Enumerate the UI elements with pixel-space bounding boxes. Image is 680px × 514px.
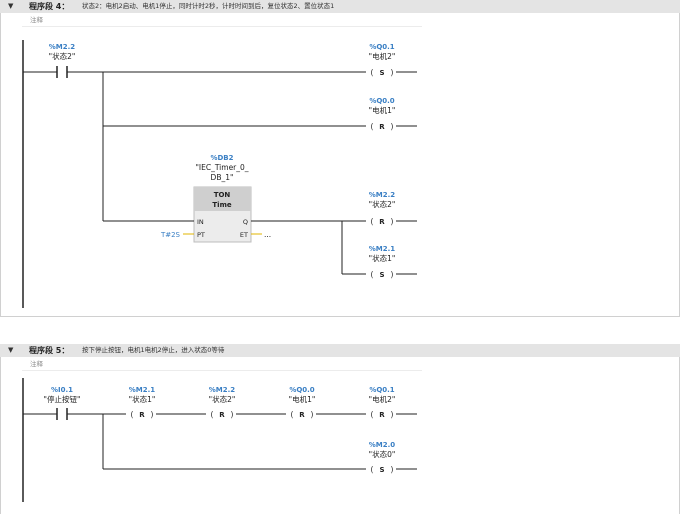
svg-text:): ) bbox=[231, 410, 234, 419]
svg-text:"状态1": "状态1" bbox=[129, 394, 156, 404]
coil-m2-0-set[interactable]: %M2.0 "状态0" ( S ) bbox=[369, 441, 417, 474]
svg-text:%Q0.1: %Q0.1 bbox=[369, 43, 394, 51]
svg-text:%M2.1: %M2.1 bbox=[369, 245, 396, 253]
svg-text:"电机2": "电机2" bbox=[369, 394, 396, 404]
contact-i0-1-stop-button[interactable]: %I0.1 "停止按钮" bbox=[23, 386, 80, 420]
svg-text:"电机1": "电机1" bbox=[369, 105, 396, 115]
svg-text:TON: TON bbox=[214, 191, 231, 199]
svg-text:): ) bbox=[391, 465, 394, 474]
svg-text:%M2.2: %M2.2 bbox=[369, 191, 396, 199]
contact-m2-2[interactable]: %M2.2 "状态2" bbox=[23, 43, 75, 78]
svg-text:S: S bbox=[379, 466, 384, 474]
svg-text:(: ( bbox=[371, 465, 374, 474]
svg-text:): ) bbox=[391, 68, 394, 77]
svg-text:Time: Time bbox=[212, 201, 231, 209]
et-value[interactable]: ... bbox=[264, 230, 271, 239]
svg-text:): ) bbox=[391, 270, 394, 279]
network-5-ladder: %I0.1 "停止按钮" %M2.1 "状态1" ( R ) %M2.2 "状态… bbox=[0, 357, 680, 514]
svg-text:(: ( bbox=[211, 410, 214, 419]
ton-timer-block[interactable]: %DB2 "IEC_Timer_0_ DB_1" TON Time IN Q P… bbox=[193, 154, 252, 243]
svg-text:%M2.1: %M2.1 bbox=[129, 386, 156, 394]
svg-text:"状态2": "状态2" bbox=[369, 199, 396, 209]
svg-text:"IEC_Timer_0_: "IEC_Timer_0_ bbox=[195, 163, 248, 172]
svg-text:"状态2": "状态2" bbox=[209, 394, 236, 404]
network-5-title: 程序段 5： bbox=[29, 346, 70, 355]
svg-text:"电机1": "电机1" bbox=[289, 394, 316, 404]
svg-text:R: R bbox=[379, 123, 385, 131]
coil-q0-1-set[interactable]: %Q0.1 "电机2" ( S ) bbox=[369, 43, 417, 77]
svg-text:R: R bbox=[139, 411, 145, 419]
svg-text:"状态2": "状态2" bbox=[49, 51, 76, 61]
svg-text:%Q0.1: %Q0.1 bbox=[369, 386, 394, 394]
network-4-ladder: %M2.2 "状态2" %Q0.1 "电机2" ( S ) %Q0.0 "电机1… bbox=[0, 13, 680, 317]
svg-text:%M2.0: %M2.0 bbox=[369, 441, 396, 449]
svg-text:PT: PT bbox=[197, 231, 205, 239]
coil-q0-0-reset[interactable]: %Q0.0 "电机1" ( R ) bbox=[369, 97, 417, 131]
network-4-title: 程序段 4： bbox=[29, 2, 70, 11]
svg-text:"状态0": "状态0" bbox=[369, 449, 396, 459]
svg-text:R: R bbox=[219, 411, 225, 419]
coil-q0-1-reset[interactable]: %Q0.1 "电机2" ( R ) bbox=[369, 386, 417, 419]
svg-text:): ) bbox=[151, 410, 154, 419]
coil-m2-2-reset[interactable]: %M2.2 "状态2" ( R ) bbox=[369, 191, 417, 226]
svg-text:%M2.2: %M2.2 bbox=[209, 386, 236, 394]
coil-m2-2-reset[interactable]: %M2.2 "状态2" ( R ) bbox=[209, 386, 236, 419]
svg-text:DB_1": DB_1" bbox=[211, 173, 234, 182]
svg-text:IN: IN bbox=[197, 218, 204, 226]
svg-text:(: ( bbox=[371, 68, 374, 77]
network-5-comment[interactable]: 注释 bbox=[22, 358, 422, 371]
svg-text:%Q0.0: %Q0.0 bbox=[369, 97, 394, 105]
svg-text:R: R bbox=[379, 411, 385, 419]
network-5-description[interactable]: 按下停止按钮，电机1电机2停止，进入状态0等待 bbox=[82, 346, 225, 354]
network-5-header[interactable]: ▼ 程序段 5： 按下停止按钮，电机1电机2停止，进入状态0等待 bbox=[0, 344, 680, 357]
svg-text:(: ( bbox=[291, 410, 294, 419]
svg-text:%DB2: %DB2 bbox=[210, 154, 233, 162]
svg-text:"停止按钮": "停止按钮" bbox=[44, 394, 81, 404]
svg-text:S: S bbox=[379, 271, 384, 279]
svg-text:"状态1": "状态1" bbox=[369, 253, 396, 263]
network-4-description[interactable]: 状态2：电机2启动、电机1停止，同时计时2秒，计时时间到后，复位状态2、置位状态… bbox=[82, 2, 335, 10]
network-4-header[interactable]: ▼ 程序段 4： 状态2：电机2启动、电机1停止，同时计时2秒，计时时间到后，复… bbox=[0, 0, 680, 13]
pt-value[interactable]: T#2S bbox=[160, 231, 181, 239]
svg-text:(: ( bbox=[371, 217, 374, 226]
svg-text:%M2.2: %M2.2 bbox=[49, 43, 76, 51]
svg-text:"电机2": "电机2" bbox=[369, 51, 396, 61]
svg-text:R: R bbox=[379, 218, 385, 226]
svg-text:): ) bbox=[391, 217, 394, 226]
coil-m2-1-reset[interactable]: %M2.1 "状态1" ( R ) bbox=[129, 386, 156, 419]
svg-text:R: R bbox=[299, 411, 305, 419]
coil-m2-1-set[interactable]: %M2.1 "状态1" ( S ) bbox=[369, 245, 417, 279]
svg-text:S: S bbox=[379, 69, 384, 77]
svg-text:): ) bbox=[391, 410, 394, 419]
svg-text:): ) bbox=[391, 122, 394, 131]
svg-text:%I0.1: %I0.1 bbox=[51, 386, 73, 394]
coil-q0-0-reset[interactable]: %Q0.0 "电机1" ( R ) bbox=[289, 386, 316, 419]
svg-text:(: ( bbox=[371, 270, 374, 279]
svg-text:(: ( bbox=[371, 122, 374, 131]
svg-text:(: ( bbox=[371, 410, 374, 419]
svg-text:ET: ET bbox=[240, 231, 248, 239]
svg-text:(: ( bbox=[131, 410, 134, 419]
network-4-comment[interactable]: 注释 bbox=[22, 14, 422, 27]
collapse-triangle-icon[interactable]: ▼ bbox=[8, 346, 14, 354]
svg-text:): ) bbox=[311, 410, 314, 419]
collapse-triangle-icon[interactable]: ▼ bbox=[8, 2, 14, 10]
svg-text:%Q0.0: %Q0.0 bbox=[289, 386, 314, 394]
svg-text:Q: Q bbox=[243, 218, 248, 226]
